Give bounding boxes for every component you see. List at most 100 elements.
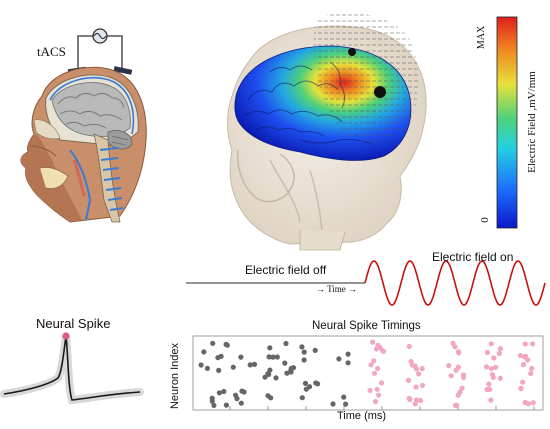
spike-dot-off [267,367,273,373]
spike-dot-off [299,395,305,401]
spike-dot-off [345,360,351,366]
spike-dot-on [484,349,490,355]
spike-dot-on [405,377,412,383]
spike-dot-on [370,339,376,345]
spike-dot-on [491,355,497,361]
spike-dot-on [371,370,378,376]
spike-dot-on [412,401,418,407]
spike-dot-on [414,397,420,403]
spike-dot-off [301,357,307,363]
spike-dot-on [456,350,462,356]
spike-dot-on [529,365,535,371]
spike-dot-off [230,364,236,370]
spike-dot-on [525,401,532,407]
spike-dot-off [223,402,229,408]
spike-dot-on [408,358,414,365]
spike-dot-on [484,364,490,370]
spike-dot-on [371,358,377,364]
spike-dot-off [216,367,222,373]
spike-dot-on [459,385,465,391]
spike-dot-on [488,366,495,372]
spike-dot-off [299,344,305,350]
spike-dot-off [302,380,309,386]
spike-dot-on [484,386,490,393]
spike-dot-on [530,341,536,347]
spike-dot-on [419,366,425,372]
spike-dot-off [201,349,207,355]
spike-dot-on [488,397,494,403]
spike-dot-on [457,389,463,395]
spike-dot-on [521,354,528,360]
spike-dot-off [198,362,204,368]
spike-dot-on [496,350,502,356]
spike-dot-on [493,364,499,370]
spike-dot-on [522,341,528,347]
spike-dot-on [520,379,526,385]
spike-dot-on [517,352,524,359]
spike-dot-on [452,402,459,408]
spike-dot-off [341,394,347,400]
spike-dot-off [273,375,279,381]
spike-dot-off [204,365,210,371]
spike-dot-on [418,397,424,404]
spike-dot-off [251,361,258,367]
spike-dot-off [267,345,273,351]
spike-dot-on [413,384,419,390]
spike-dot-on [373,346,380,352]
spike-dot-on [450,340,456,346]
spike-dot-off [238,354,244,360]
spike-dot-on [488,341,494,347]
spike-dot-on [497,375,503,381]
spike-dot-on [372,398,378,405]
spike-dot-off [266,354,272,360]
spike-dot-on [518,385,524,391]
spike-dot-off [301,349,307,355]
field-electrode [348,48,386,98]
spike-dot-on [419,382,426,388]
spike-dot-on [528,370,534,377]
spike-dot-off [343,401,349,407]
field-on-wave [364,260,546,306]
spike-dot-on [374,386,380,392]
spike-dot-on [376,392,382,398]
neural-spike-title: Neural Spike [36,316,111,331]
spike-dot-on [453,367,459,373]
spike-dot-on [378,380,385,386]
spike-dot-off [336,356,342,362]
spike-dot-off [218,353,224,359]
spike-dot-off [268,395,274,401]
spike-dot-off [307,384,313,390]
field-off-label: Electric field off [245,263,327,277]
spike-dot-off [283,340,289,347]
tacs-label: tACS [37,44,66,59]
spike-dot-off [221,388,227,395]
time-arrow-label: → Time → [316,284,358,294]
electrode-right [113,66,133,75]
spike-dot-off [288,369,294,375]
spike-dot-off [274,354,280,360]
spike-dot-off [216,390,222,396]
spike-peak-marker [62,332,70,340]
spike-dot-off [233,392,239,398]
spike-dot-off [313,380,319,386]
spike-dot-on [407,396,413,403]
raster-title: Neural Spike Timings [312,320,421,332]
spike-dot-off [210,340,216,346]
spike-dot-on [490,374,496,380]
spike-dot-on [497,346,503,352]
raster-xlabel: Time (ms) [337,410,387,422]
spike-dot-on [416,371,422,377]
spike-dot-on [368,362,374,368]
spike-dot-off [211,402,217,408]
spike-dot-on [367,387,373,393]
spike-dot-on [486,381,492,387]
spike-dot-off [238,400,244,406]
spike-dot-off [282,360,288,366]
spike-dot-off [345,351,351,357]
